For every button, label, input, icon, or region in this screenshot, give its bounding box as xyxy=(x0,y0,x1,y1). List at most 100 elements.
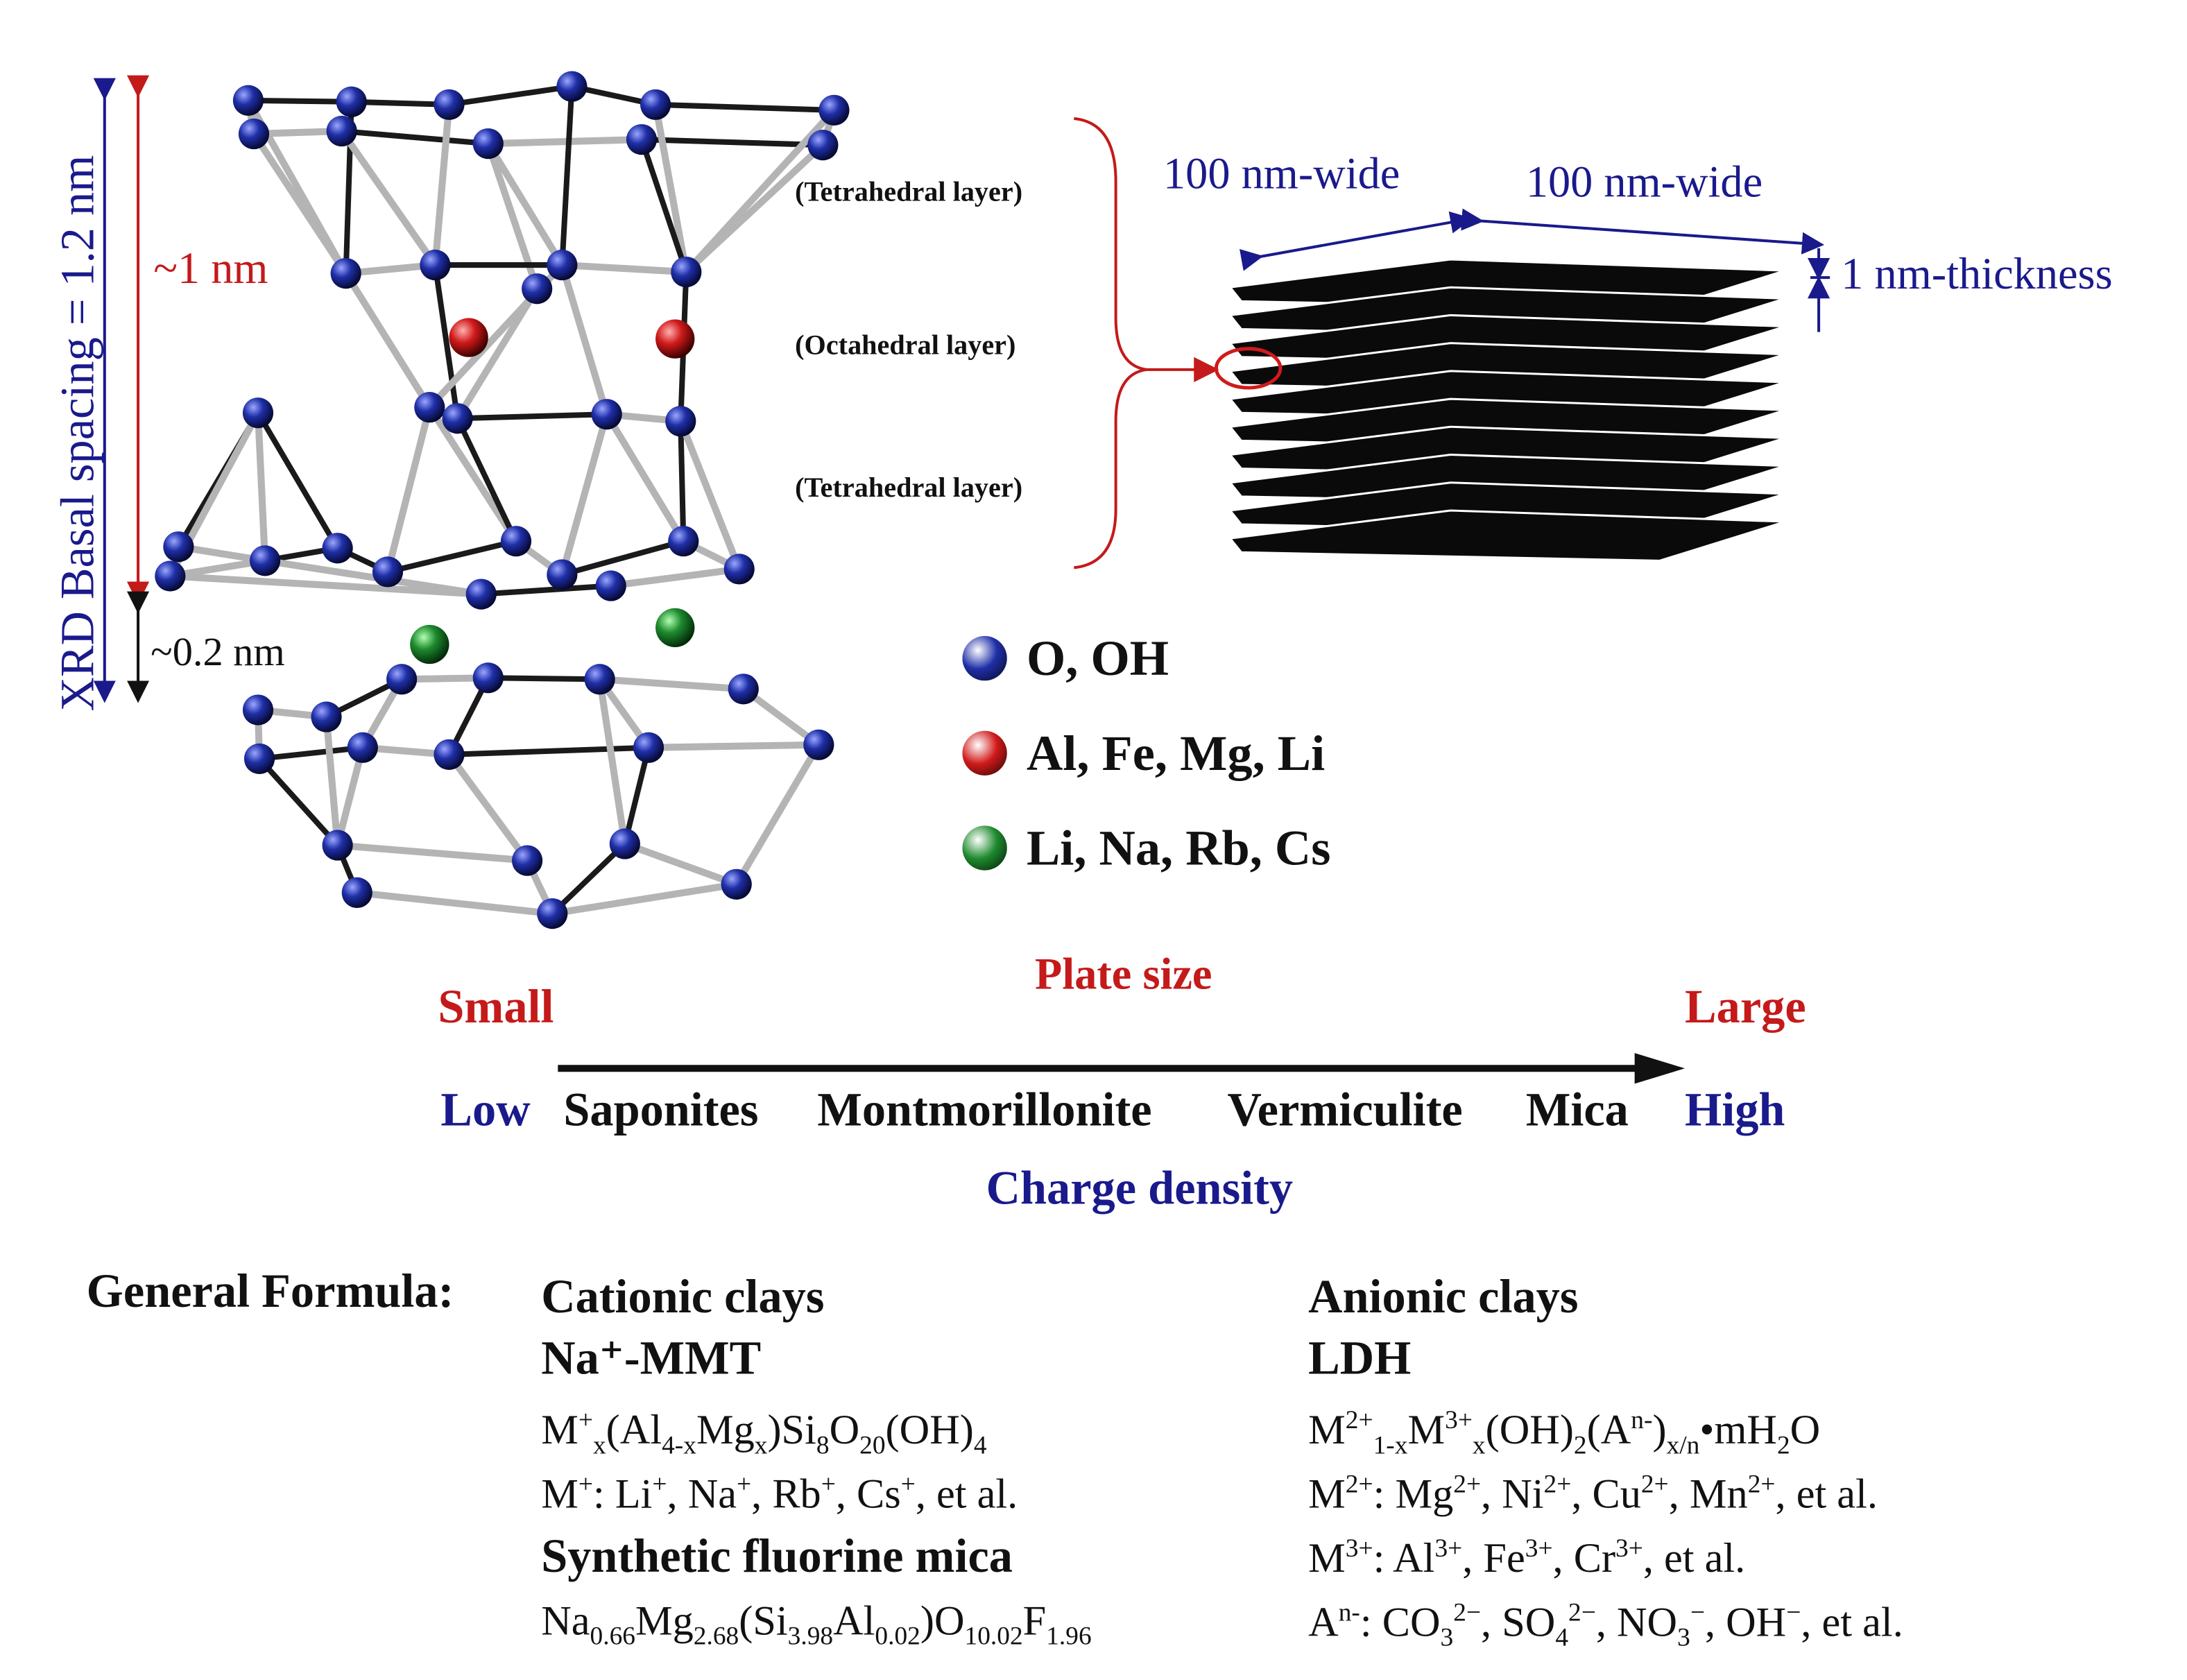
oxygen-atom xyxy=(163,531,194,563)
crystal-bond xyxy=(384,538,520,575)
oxygen-atom xyxy=(341,877,372,909)
oxygen-atom xyxy=(242,397,274,429)
crystal-bond xyxy=(621,840,740,888)
ldh-anion-list: An-: CO32−, SO42−, NO3−, OH−, et al. xyxy=(1308,1598,1903,1653)
oxygen-atom xyxy=(472,128,504,160)
oxygen-atom xyxy=(547,559,578,590)
oxygen-atom xyxy=(347,732,378,763)
oxygen-atom xyxy=(595,570,626,601)
oxygen-atom xyxy=(633,732,664,763)
plate-size-label: Plate size xyxy=(1035,948,1212,999)
oxygen-atom xyxy=(728,674,759,705)
interlayer-cation-atom xyxy=(655,608,695,648)
oxygen-atom xyxy=(721,868,752,900)
oxygen-atom xyxy=(547,249,578,281)
crystal-bond xyxy=(432,262,461,422)
high-label: High xyxy=(1685,1085,1785,1137)
crystal-bond xyxy=(250,130,350,277)
crystal-bond xyxy=(678,418,687,545)
crystal-bond xyxy=(445,751,531,864)
oxygen-atom xyxy=(584,664,615,695)
scale-arrow xyxy=(558,1053,1686,1084)
crystal-bond xyxy=(677,418,743,573)
crystal-bond xyxy=(638,137,689,275)
crystal-bond xyxy=(549,880,740,918)
crystal-bond xyxy=(323,713,341,849)
oxygen-atom xyxy=(326,115,357,147)
legend-atom-marker xyxy=(962,730,1007,776)
oxygen-atom xyxy=(591,399,622,430)
crystal-bond xyxy=(342,270,434,411)
platelet-width-label-1: 100 nm-wide xyxy=(1163,148,1400,198)
platelet-thickness-label: 1 nm-thickness xyxy=(1841,248,2113,299)
crystal-bond xyxy=(431,101,453,269)
platelet-stack-diagram xyxy=(1074,117,1830,569)
width-arrow-2 xyxy=(1461,208,1825,255)
crystal-bond xyxy=(334,744,366,849)
mineral-mica: Mica xyxy=(1525,1085,1629,1137)
oxygen-atom xyxy=(311,701,342,732)
crystal-bond xyxy=(348,98,452,108)
oxygen-atom xyxy=(372,556,404,588)
crystal-bond xyxy=(644,741,823,751)
crystal-atoms xyxy=(155,71,850,929)
legend-atom-marker xyxy=(962,635,1007,681)
crystal-bond xyxy=(683,106,838,276)
crystal-bond xyxy=(485,675,603,683)
platelet-sheets xyxy=(1228,258,1786,562)
mica-formula: Na0.66Mg2.68(Si3.98Al0.02)O10.02F1.96 xyxy=(541,1598,1092,1652)
crystal-bond xyxy=(596,676,747,693)
oxygen-atom xyxy=(386,664,418,695)
small-label: Small xyxy=(438,982,554,1034)
oxygen-atom xyxy=(420,249,451,281)
crystal-bond xyxy=(596,676,628,848)
synthetic-mica-title: Synthetic fluorine mica xyxy=(541,1531,1013,1584)
octahedral-layer-label: (Octahedral layer) xyxy=(795,330,1016,361)
width-arrow-1 xyxy=(1240,211,1473,271)
layer-thickness-label: ~1 nm xyxy=(153,242,268,293)
octahedral-cation-atom xyxy=(449,318,488,357)
oxygen-atom xyxy=(243,743,275,774)
charge-density-label: Charge density xyxy=(986,1163,1294,1215)
oxygen-atom xyxy=(803,729,834,760)
cationic-clays-title: Cationic clays xyxy=(541,1271,825,1324)
crystal-bond xyxy=(353,889,556,918)
oxygen-atom xyxy=(465,578,497,610)
layer-brace xyxy=(1074,117,1147,569)
oxygen-atom xyxy=(723,554,755,585)
crystal-bond xyxy=(558,411,610,578)
large-label: Large xyxy=(1685,982,1806,1034)
anionic-clays-title: Anionic clays xyxy=(1308,1271,1579,1324)
crystal-bond xyxy=(384,404,434,576)
crystal-bond xyxy=(338,128,491,147)
crystal-bond xyxy=(484,136,645,148)
mineral-saponites: Saponites xyxy=(563,1085,759,1137)
oxygen-atom xyxy=(640,89,671,120)
crystal-bond xyxy=(454,411,610,422)
crystal-bond xyxy=(638,137,826,148)
oxygen-atom xyxy=(556,71,588,102)
ldh-formula: M2+1-xM3+x(OH)2(An-)x/n•mH2O xyxy=(1308,1405,1821,1461)
crystal-bond xyxy=(338,127,439,269)
crystal-bond xyxy=(559,83,575,268)
crystal-bond xyxy=(603,411,687,545)
interlayer-label: ~0.2 nm xyxy=(151,630,285,676)
legend-label: Al, Fe, Mg, Li xyxy=(1026,725,1326,782)
legend-item: O, OH xyxy=(962,628,1169,689)
oxygen-atom xyxy=(322,533,353,564)
oxygen-atom xyxy=(238,118,270,150)
crystal-bond xyxy=(166,572,485,598)
oxygen-atom xyxy=(322,830,353,861)
oxygen-atom xyxy=(626,123,658,155)
crystal-bond xyxy=(559,538,687,578)
mineral-montmorillonite: Montmorillonite xyxy=(817,1085,1152,1137)
oxygen-atom xyxy=(818,94,850,126)
crystal-bond xyxy=(732,741,823,888)
platelet-width-label-2: 100 nm-wide xyxy=(1525,156,1763,207)
oxygen-atom xyxy=(232,85,264,116)
octahedral-cation-atom xyxy=(655,319,695,359)
oxygen-atom xyxy=(500,526,532,557)
legend-item: Al, Fe, Mg, Li xyxy=(962,723,1325,784)
platelet-sheet xyxy=(1228,509,1786,562)
crystal-bond xyxy=(256,744,366,762)
